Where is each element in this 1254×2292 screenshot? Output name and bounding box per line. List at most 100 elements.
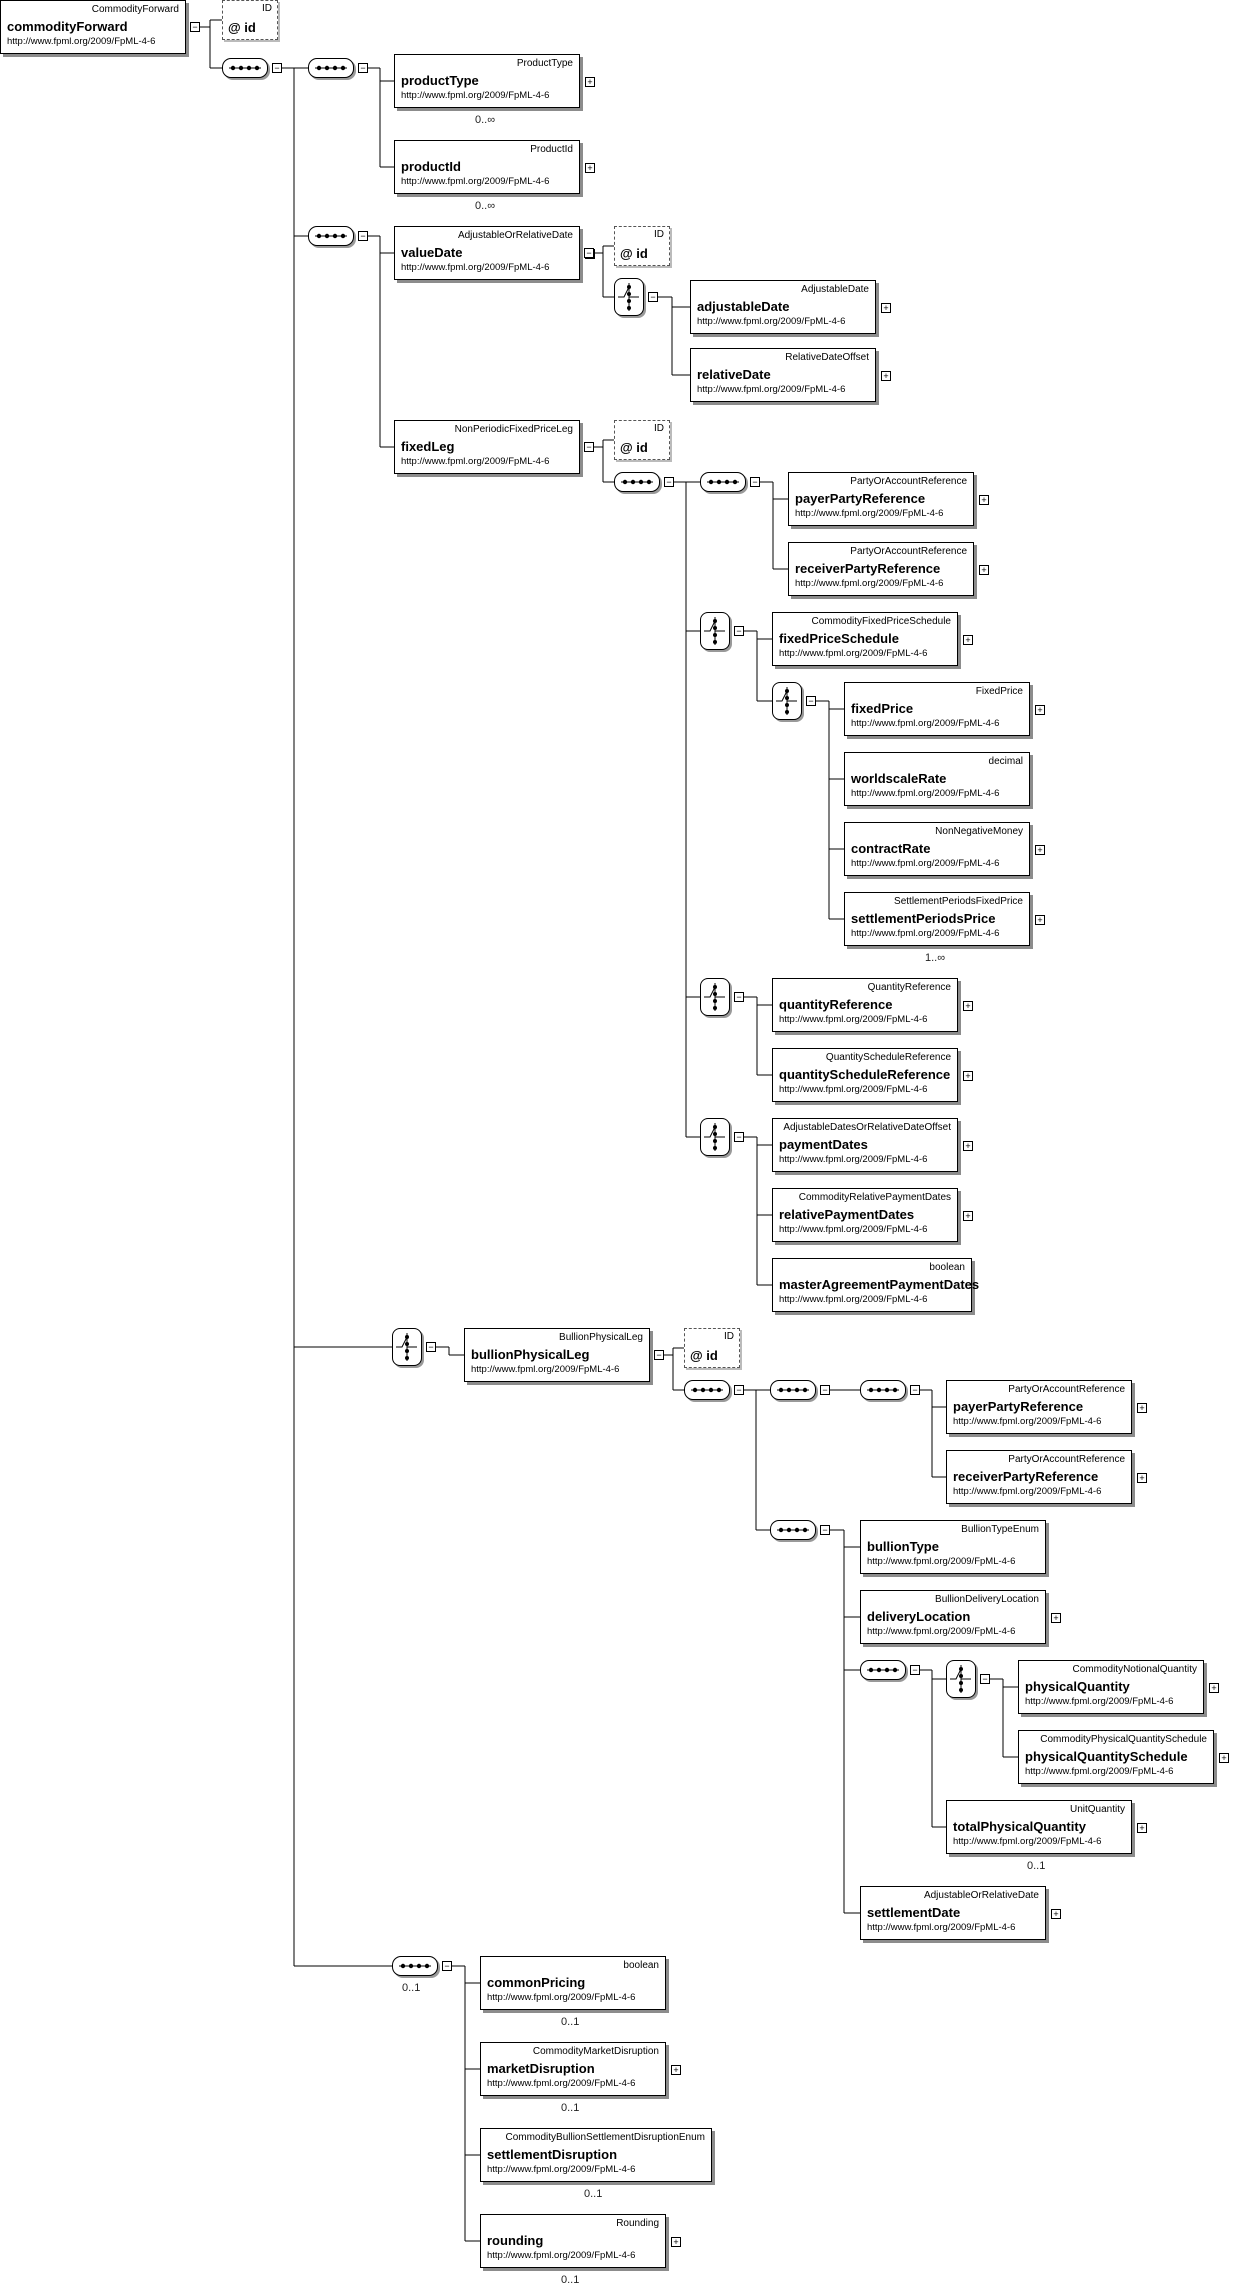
collapse-toggle-icon[interactable]: − bbox=[980, 1674, 990, 1684]
expand-icon[interactable]: + bbox=[979, 565, 989, 575]
collapse-toggle-icon[interactable]: − bbox=[734, 1385, 744, 1395]
collapse-toggle-icon[interactable]: − bbox=[426, 1342, 436, 1352]
collapse-toggle-icon[interactable]: − bbox=[750, 477, 760, 487]
expand-icon[interactable]: + bbox=[1035, 705, 1045, 715]
expand-icon[interactable]: + bbox=[1137, 1823, 1147, 1833]
sequence-compositor-icon[interactable] bbox=[392, 1956, 438, 1976]
collapse-toggle-icon[interactable]: − bbox=[806, 696, 816, 706]
expand-icon[interactable]: + bbox=[1035, 915, 1045, 925]
expand-icon[interactable]: + bbox=[671, 2065, 681, 2075]
expand-icon[interactable]: + bbox=[1137, 1403, 1147, 1413]
collapse-toggle-icon[interactable]: − bbox=[358, 63, 368, 73]
choice-compositor-icon[interactable] bbox=[946, 1660, 976, 1698]
expand-icon[interactable]: + bbox=[963, 635, 973, 645]
expand-icon[interactable]: + bbox=[963, 1211, 973, 1221]
collapse-toggle-icon[interactable]: − bbox=[442, 1961, 452, 1971]
element-namespace: http://www.fpml.org/2009/FpML-4-6 bbox=[1025, 1696, 1174, 1707]
expand-icon[interactable]: + bbox=[963, 1001, 973, 1011]
expand-icon[interactable]: + bbox=[881, 371, 891, 381]
collapse-toggle-icon[interactable]: − bbox=[190, 22, 200, 32]
expand-icon[interactable]: + bbox=[963, 1141, 973, 1151]
sequence-compositor-icon[interactable] bbox=[308, 58, 354, 78]
expand-icon[interactable]: + bbox=[1209, 1683, 1219, 1693]
sequence-compositor-icon[interactable] bbox=[860, 1380, 906, 1400]
collapse-toggle-icon[interactable]: − bbox=[820, 1525, 830, 1535]
choice-compositor-icon[interactable] bbox=[700, 978, 730, 1016]
expand-icon[interactable]: + bbox=[963, 1071, 973, 1081]
sequence-compositor-icon[interactable] bbox=[770, 1520, 816, 1540]
sequence-compositor-icon[interactable] bbox=[614, 472, 660, 492]
collapse-toggle-icon[interactable]: − bbox=[584, 248, 594, 258]
expand-icon[interactable]: + bbox=[585, 163, 595, 173]
expand-icon[interactable]: + bbox=[1137, 1473, 1147, 1483]
choice-compositor-icon[interactable] bbox=[772, 682, 802, 720]
attribute-box-attr1[interactable]: ID@ id bbox=[222, 0, 278, 40]
choice-compositor-icon[interactable] bbox=[700, 1118, 730, 1156]
collapse-toggle-icon[interactable]: − bbox=[584, 442, 594, 452]
choice-compositor-icon[interactable] bbox=[392, 1328, 422, 1366]
collapse-toggle-icon[interactable]: − bbox=[734, 1132, 744, 1142]
choice-compositor-icon[interactable] bbox=[700, 612, 730, 650]
collapse-toggle-icon[interactable]: − bbox=[648, 292, 658, 302]
collapse-toggle-icon[interactable]: − bbox=[734, 626, 744, 636]
sequence-compositor-icon[interactable] bbox=[770, 1380, 816, 1400]
expand-icon[interactable]: + bbox=[1051, 1613, 1061, 1623]
collapse-toggle-icon[interactable]: − bbox=[654, 1350, 664, 1360]
sequence-compositor-icon[interactable] bbox=[222, 58, 268, 78]
sequence-compositor-icon[interactable] bbox=[684, 1380, 730, 1400]
sequence-compositor-icon[interactable] bbox=[860, 1660, 906, 1680]
collapse-toggle-icon[interactable]: − bbox=[664, 477, 674, 487]
expand-icon[interactable]: + bbox=[671, 2237, 681, 2247]
sequence-compositor-icon[interactable] bbox=[700, 472, 746, 492]
attribute-box-attr4[interactable]: ID@ id bbox=[684, 1328, 740, 1368]
expand-icon[interactable]: + bbox=[1219, 1753, 1229, 1763]
element-box-settlementDisruption[interactable]: CommodityBullionSettlementDisruptionEnum… bbox=[480, 2128, 712, 2182]
expand-icon[interactable]: + bbox=[585, 77, 595, 87]
collapse-toggle-icon[interactable]: − bbox=[734, 992, 744, 1002]
attribute-box-attr3[interactable]: ID@ id bbox=[614, 420, 670, 460]
collapse-toggle-icon[interactable]: − bbox=[272, 63, 282, 73]
expand-icon[interactable]: + bbox=[979, 495, 989, 505]
collapse-toggle-icon[interactable]: − bbox=[910, 1665, 920, 1675]
collapse-toggle-icon[interactable]: − bbox=[820, 1385, 830, 1395]
attribute-box-attr2[interactable]: ID@ id bbox=[614, 226, 670, 266]
sequence-compositor-icon[interactable] bbox=[308, 226, 354, 246]
expand-icon[interactable]: + bbox=[881, 303, 891, 313]
expand-icon[interactable]: + bbox=[1051, 1909, 1061, 1919]
choice-compositor-icon[interactable] bbox=[614, 278, 644, 316]
collapse-toggle-icon[interactable]: − bbox=[910, 1385, 920, 1395]
collapse-toggle-icon[interactable]: − bbox=[358, 231, 368, 241]
expand-icon[interactable]: + bbox=[1035, 845, 1045, 855]
